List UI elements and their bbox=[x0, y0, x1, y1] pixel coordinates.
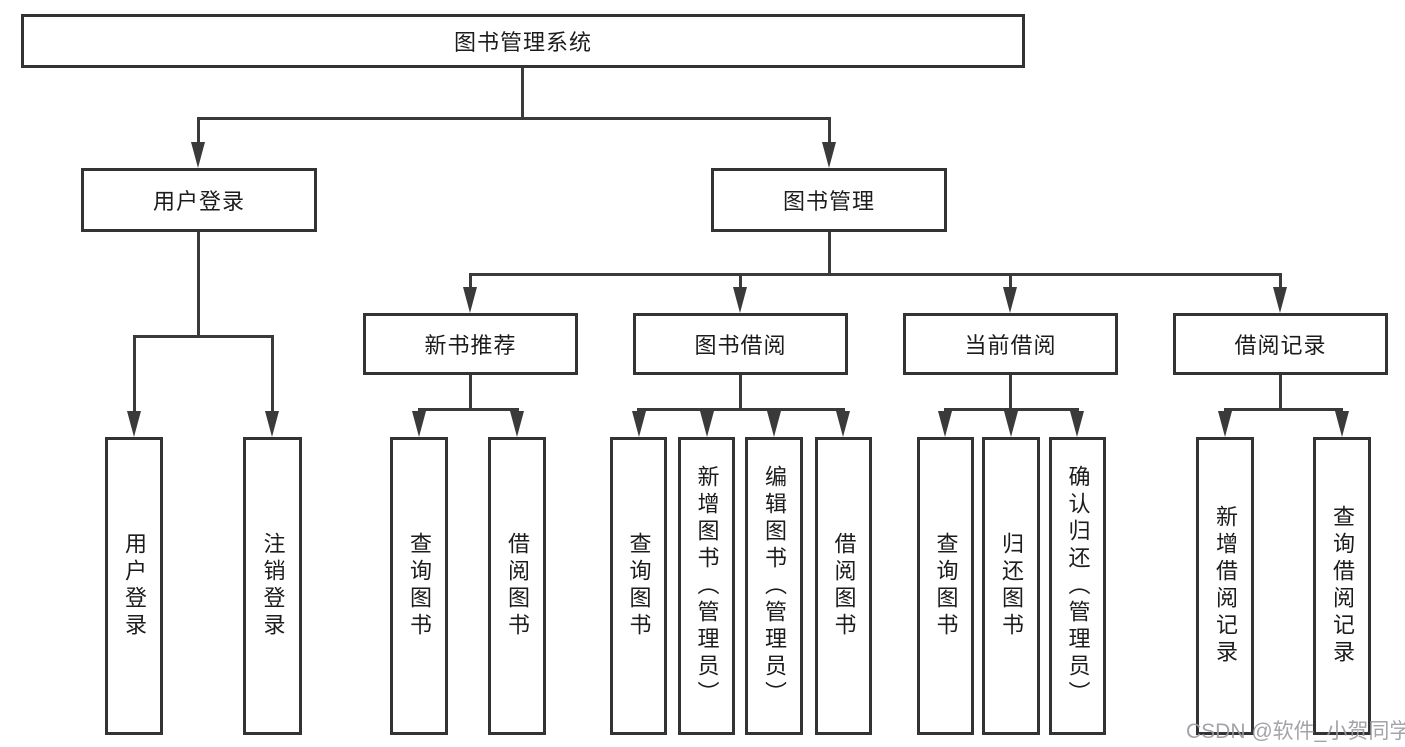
arrow-down-icon bbox=[1070, 411, 1084, 437]
arrow-down-icon bbox=[127, 411, 141, 437]
arrow-down-icon bbox=[265, 411, 279, 437]
node-book-management: 图书管理 bbox=[711, 168, 947, 232]
connector-drop-book-borrow bbox=[739, 273, 742, 287]
connector-current-borrow-bar bbox=[944, 408, 1079, 411]
connector-drop-leaf-user-login bbox=[133, 335, 136, 411]
arrow-down-icon bbox=[463, 287, 477, 313]
leaf-query-borrow-record: 查询借阅记录 bbox=[1313, 437, 1371, 735]
connector-root-stem bbox=[521, 68, 524, 120]
arrow-down-icon bbox=[1218, 411, 1232, 437]
arrow-down-icon bbox=[632, 411, 646, 437]
leaf-user-login: 用户登录 bbox=[105, 437, 163, 735]
arrow-down-icon bbox=[1003, 287, 1017, 313]
arrow-down-icon bbox=[938, 411, 952, 437]
node-user-login: 用户登录 bbox=[81, 168, 317, 232]
connector-borrow-records-stem bbox=[1279, 375, 1282, 411]
connector-drop-leaf-logout bbox=[271, 335, 274, 411]
leaf-borrow-books: 借阅图书 bbox=[815, 437, 872, 735]
connector-user-login-bar bbox=[133, 335, 274, 338]
connector-book-mgmt-stem bbox=[828, 232, 831, 276]
arrow-down-icon bbox=[1004, 411, 1018, 437]
leaf-confirm-return-admin: 确认归还（管理员） bbox=[1049, 437, 1106, 735]
arrow-down-icon bbox=[767, 411, 781, 437]
node-current-borrow: 当前借阅 bbox=[903, 313, 1118, 375]
arrow-down-icon bbox=[191, 142, 205, 168]
leaf-add-borrow-record: 新增借阅记录 bbox=[1196, 437, 1254, 735]
arrow-down-icon bbox=[700, 411, 714, 437]
leaf-query-books-borrow: 查询图书 bbox=[610, 437, 667, 735]
arrow-down-icon bbox=[836, 411, 850, 437]
connector-user-login-stem bbox=[197, 232, 200, 338]
leaf-borrow-books-recommend: 借阅图书 bbox=[488, 437, 546, 735]
leaf-edit-book-admin: 编辑图书（管理员） bbox=[745, 437, 803, 735]
node-library-system: 图书管理系统 bbox=[21, 14, 1025, 68]
connector-drop-user-login bbox=[197, 117, 200, 142]
arrow-down-icon bbox=[1335, 411, 1349, 437]
connector-new-book-bar bbox=[418, 408, 519, 411]
connector-drop-borrow-records bbox=[1279, 273, 1282, 287]
connector-book-mgmt-bar bbox=[469, 273, 1282, 276]
connector-drop-book-management bbox=[828, 117, 831, 142]
leaf-return-book: 归还图书 bbox=[982, 437, 1040, 735]
leaf-logout: 注销登录 bbox=[243, 437, 302, 735]
connector-current-borrow-stem bbox=[1009, 375, 1012, 411]
leaf-query-books-current: 查询图书 bbox=[917, 437, 974, 735]
arrow-down-icon bbox=[733, 287, 747, 313]
connector-drop-current-borrow bbox=[1009, 273, 1012, 287]
leaf-add-book-admin: 新增图书（管理员） bbox=[678, 437, 735, 735]
arrow-down-icon bbox=[822, 142, 836, 168]
node-new-book-recommend: 新书推荐 bbox=[363, 313, 578, 375]
leaf-query-books-recommend: 查询图书 bbox=[390, 437, 448, 735]
csdn-watermark: CSDN @软件_小贺同学 bbox=[1186, 720, 1405, 743]
node-book-borrow: 图书借阅 bbox=[633, 313, 848, 375]
arrow-down-icon bbox=[1273, 287, 1287, 313]
connector-book-borrow-stem bbox=[739, 375, 742, 411]
arrow-down-icon bbox=[510, 411, 524, 437]
connector-borrow-records-bar bbox=[1224, 408, 1343, 411]
connector-new-book-stem bbox=[469, 375, 472, 411]
connector-book-borrow-bar bbox=[637, 408, 845, 411]
connector-root-bar bbox=[197, 117, 831, 120]
connector-drop-new-book bbox=[469, 273, 472, 287]
arrow-down-icon bbox=[412, 411, 426, 437]
node-borrow-records: 借阅记录 bbox=[1173, 313, 1388, 375]
